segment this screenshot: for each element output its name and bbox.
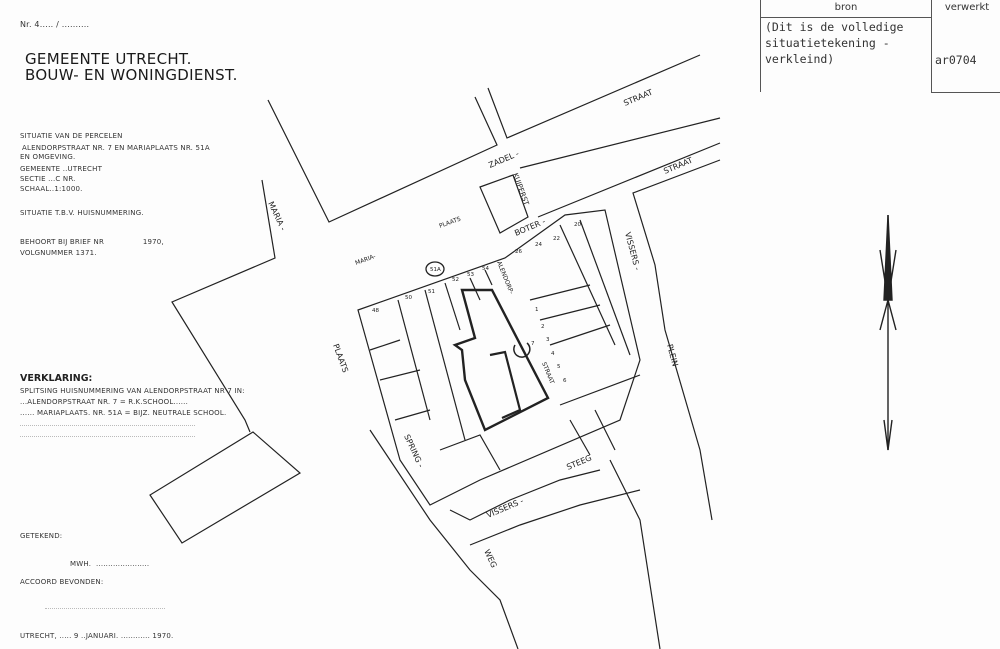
street-line	[519, 117, 721, 169]
building-block	[357, 209, 641, 506]
behoort-bij-brief: BEHOORT BIJ BRIEF NR 1970,	[20, 238, 164, 246]
volgnummer: VOLGNUMMER 1371.	[20, 249, 97, 257]
kuiperstraat-block	[479, 174, 529, 234]
blank-line	[45, 608, 165, 609]
house-number: 2	[541, 324, 545, 330]
house-number: 51A	[430, 267, 441, 273]
archive-table: bron verwerkt (Dit is de volledige situa…	[760, 0, 1000, 93]
getekend-label: GETEKEND:	[20, 532, 63, 540]
street-label-plaats: PLAATS	[438, 216, 462, 230]
street-label-weg: WEG	[482, 548, 498, 569]
parcel-line	[444, 282, 461, 331]
parcel-line	[369, 339, 401, 351]
parcel-line	[379, 369, 421, 381]
parcel-line	[579, 219, 631, 356]
bron-header: bron	[761, 0, 931, 18]
house-number: 53	[467, 272, 474, 278]
municipality-title: GEMEENTE UTRECHT.	[25, 50, 192, 68]
house-number: 4	[551, 351, 555, 357]
parcel-line	[539, 304, 601, 321]
situation-line3: EN OMGEVING.	[20, 153, 76, 161]
street-label-vissers: VISSERS -	[485, 496, 525, 520]
parcel-line	[424, 289, 466, 441]
verklaring-heading: VERKLARING:	[20, 373, 93, 384]
house-number: 24	[535, 242, 542, 248]
street-label-plein: PLEIN	[665, 343, 680, 367]
house-number: 50	[405, 295, 412, 301]
house-number: 48	[372, 308, 379, 314]
street-line	[369, 429, 519, 649]
street-line	[487, 54, 701, 139]
verklaring-line1: SPLITSING HUISNUMMERING VAN ALENDORPSTRA…	[20, 387, 245, 395]
verklaring-line2: ...ALENDORPSTRAAT NR. 7 = R.K.SCHOOL....…	[20, 398, 189, 406]
accoord-label: ACCOORD BEVONDEN:	[20, 578, 104, 586]
street-line	[632, 159, 721, 521]
house-number: 6	[563, 378, 567, 384]
house-number: 5	[557, 364, 561, 370]
lower-left-block	[149, 431, 302, 544]
document-number: Nr. 4..... / ..........	[20, 20, 90, 29]
street-line	[267, 96, 498, 223]
street-label-maria: MARIA-	[354, 253, 376, 267]
street-line	[609, 459, 661, 649]
verwerkt-code: ar0704	[935, 53, 977, 67]
street-label-plaats: PLAATS	[331, 343, 350, 374]
street-line	[449, 469, 601, 521]
house-number: 54	[482, 266, 489, 272]
parcel-line	[484, 269, 493, 286]
parcel-line	[559, 374, 641, 406]
house-number: 1	[535, 307, 539, 313]
house-number: 26	[515, 249, 522, 255]
school-outline	[452, 288, 550, 432]
street-label-straat: STRAAT	[622, 88, 654, 108]
parcel-line	[559, 224, 616, 346]
situation-line1: SITUATIE VAN DE PERCELEN	[20, 132, 123, 140]
schaal-field: SCHAAL..1:1000.	[20, 185, 83, 193]
situation-purpose: SITUATIE T.B.V. HUISNUMMERING.	[20, 209, 144, 217]
school-inner-wing	[489, 350, 522, 420]
verwerkt-header: verwerkt	[931, 0, 1000, 93]
house-number: 51	[428, 289, 435, 295]
blank-line	[20, 436, 195, 437]
parcel-51a-circle	[425, 261, 445, 277]
street-label-zadel: ZADEL -	[487, 149, 520, 170]
parcel-line	[397, 299, 431, 421]
street-line	[469, 489, 641, 546]
house-number: 22	[553, 236, 560, 242]
house-number: 52	[452, 277, 459, 283]
street-label-alendorp: ALENDORP-	[495, 260, 515, 295]
signer: MWH. ......................	[70, 560, 150, 568]
parcel-line	[439, 434, 501, 471]
street-label-kuiperst: KUIPERST	[511, 172, 530, 207]
house-number: 3	[546, 337, 550, 343]
street-label-straat: STRAAT	[540, 361, 555, 385]
north-arrow-icon	[879, 214, 897, 451]
parcel-line	[569, 419, 591, 456]
street-line	[537, 142, 721, 218]
house-number: 20	[574, 222, 581, 228]
street-line	[171, 179, 276, 433]
street-label-steeg: STEEG	[565, 453, 593, 472]
verwerkt-header-label: verwerkt	[944, 2, 990, 13]
bron-text: (Dit is de volledige situatietekening - …	[765, 20, 904, 66]
house-number: 7	[531, 341, 535, 347]
parcel-line	[594, 409, 616, 451]
street-label-vissers: VISSERS -	[623, 231, 642, 271]
department-title: BOUW- EN WONINGDIENST.	[25, 66, 238, 84]
verklaring-line3: ...... MARIAPLAATS. NR. 51A = BIJZ. NEUT…	[20, 409, 227, 417]
parcel-line	[529, 284, 591, 301]
street-label-straat: STRAAT	[662, 156, 694, 176]
entrance-mark	[513, 342, 531, 358]
parcel-line	[394, 409, 431, 421]
gemeente-field: GEMEENTE ..UTRECHT	[20, 165, 103, 173]
street-label-boter: BOTER -	[513, 217, 547, 238]
parcel-line	[549, 324, 611, 346]
blank-line	[20, 425, 195, 426]
sectie-field: SECTIE ...C NR.	[20, 175, 76, 183]
street-label-spring: SPRING -	[402, 433, 425, 469]
date-line: UTRECHT, ..... 9 ..JANUARI. ............…	[20, 632, 174, 640]
situation-line2: ALENDORPSTRAAT NR. 7 EN MARIAPLAATS NR. …	[22, 144, 210, 152]
